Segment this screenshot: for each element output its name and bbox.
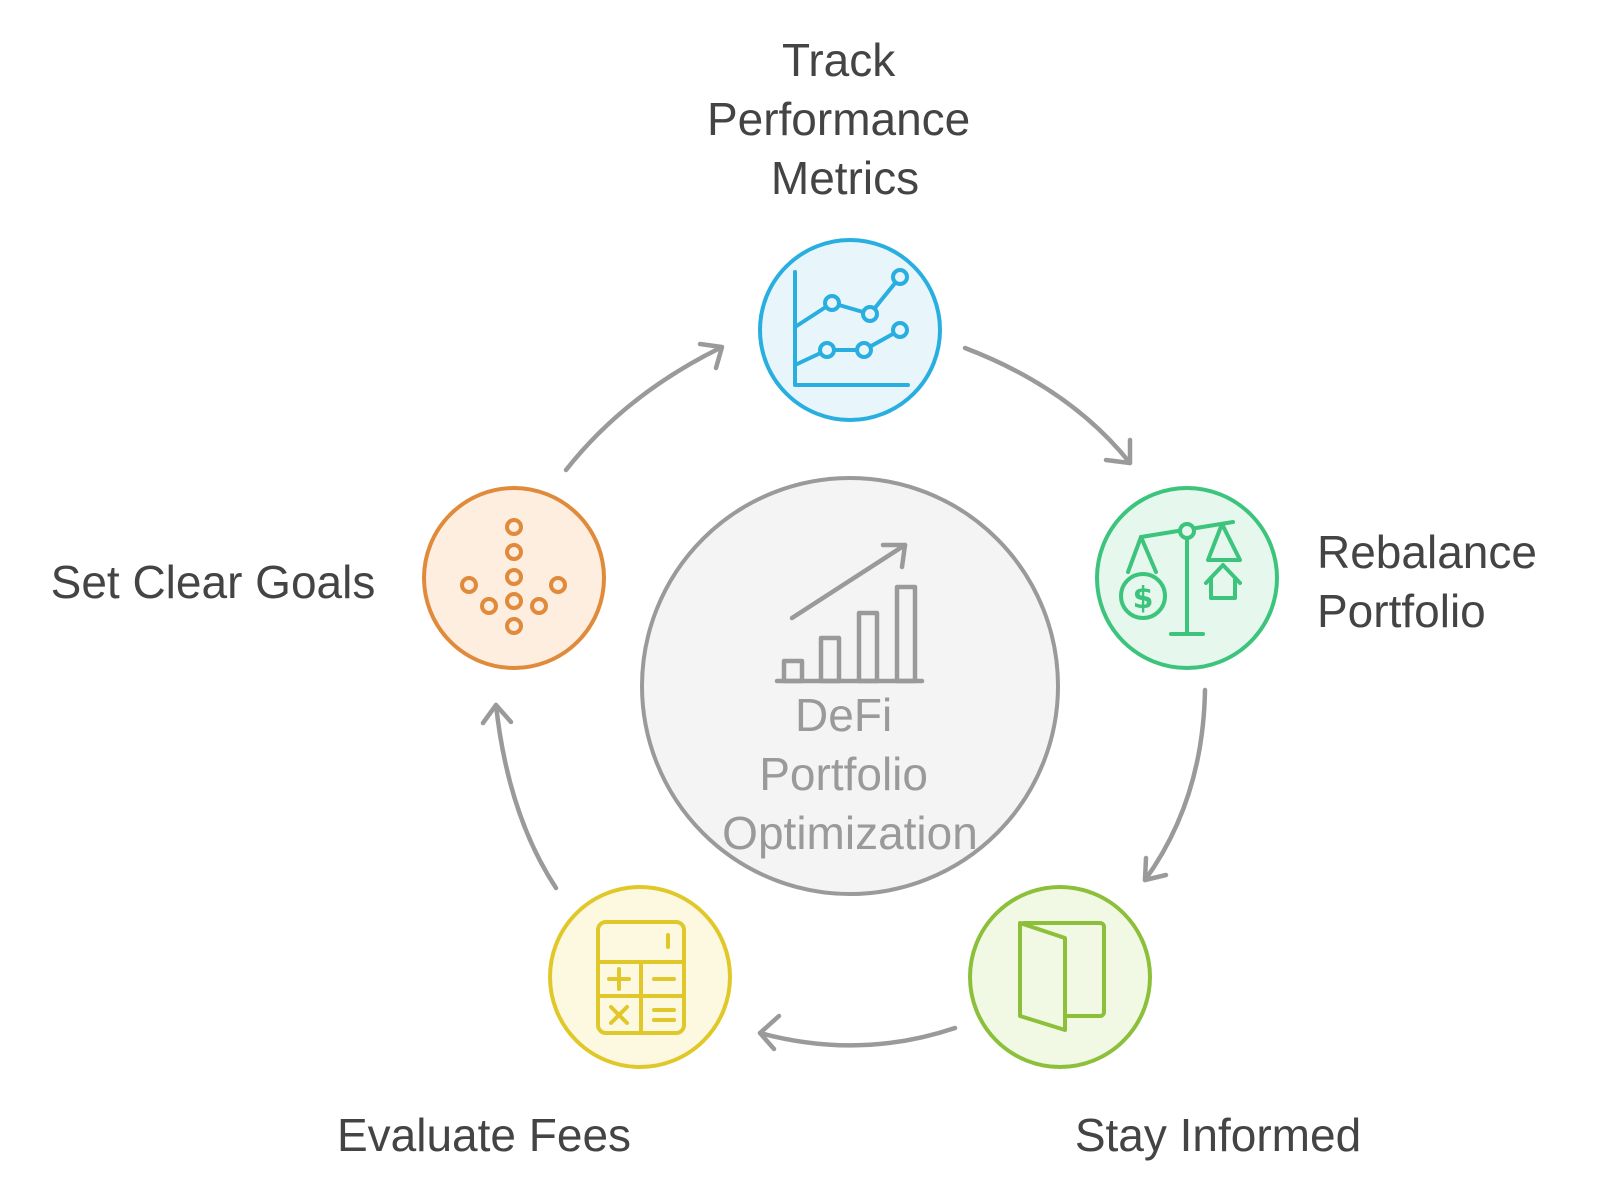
step-label-track-line-2: Performance	[707, 93, 970, 145]
step-label-track-line-3: Metrics	[771, 152, 919, 204]
arrow-fees-to-goals	[493, 702, 559, 891]
step-label-track-line-1: Track	[782, 34, 896, 86]
arrow-track-to-rebalance	[962, 345, 1133, 466]
line-chart-icon	[793, 268, 910, 387]
arrow-informed-to-fees-head	[757, 1013, 782, 1052]
step-label-informed: Stay Informed	[1075, 1109, 1361, 1161]
arrow-track-to-rebalance-head	[1103, 437, 1133, 466]
center-circle	[640, 476, 1060, 896]
step-stay-informed: Stay Informed	[968, 885, 1361, 1161]
step-label-goals: Set Clear Goals	[51, 556, 376, 608]
target-arrow-icon	[460, 518, 567, 635]
arrow-goals-to-track-head	[697, 341, 725, 371]
center-title: DeFi Portfolio Optimization	[722, 689, 978, 859]
step-circle-goals	[422, 486, 606, 670]
arrow-rebalance-to-informed	[1142, 687, 1208, 883]
svg-text:$: $	[1133, 581, 1154, 616]
step-rebalance-portfolio: $ Rebalance Portfolio	[1095, 486, 1550, 670]
step-label-informed-line-1: Stay Informed	[1075, 1109, 1361, 1161]
arrow-fees-to-goals-head	[480, 702, 514, 726]
calculator-icon	[596, 920, 686, 1035]
growth-chart-icon	[774, 542, 925, 684]
step-label-fees: Evaluate Fees	[337, 1109, 631, 1161]
center-title-line-1: DeFi	[795, 689, 892, 741]
arrow-goals-to-track	[563, 345, 723, 473]
step-label-rebalance: Rebalance Portfolio	[1317, 526, 1550, 637]
step-label-goals-line-1: Set Clear Goals	[51, 556, 376, 608]
step-label-rebalance-line-1: Rebalance	[1317, 526, 1537, 578]
arrow-rebalance-to-informed-head	[1142, 855, 1169, 883]
center-node: DeFi Portfolio Optimization	[640, 476, 1060, 896]
step-label-fees-line-1: Evaluate Fees	[337, 1109, 631, 1161]
balance-scale-icon: $	[1119, 520, 1242, 636]
arrow-informed-to-fees	[757, 1025, 958, 1048]
step-label-rebalance-line-2: Portfolio	[1317, 585, 1486, 637]
step-evaluate-fees: Evaluate Fees	[337, 885, 732, 1161]
step-track-performance: Track Performance Metrics	[707, 34, 983, 422]
step-set-goals: Set Clear Goals	[51, 486, 606, 670]
center-title-line-2: Portfolio	[759, 748, 928, 800]
step-label-track: Track Performance Metrics	[707, 34, 983, 204]
step-circle-track	[758, 238, 942, 422]
center-title-line-3: Optimization	[722, 807, 978, 859]
open-book-icon	[1018, 921, 1106, 1032]
cycle-arrows	[480, 341, 1208, 1052]
